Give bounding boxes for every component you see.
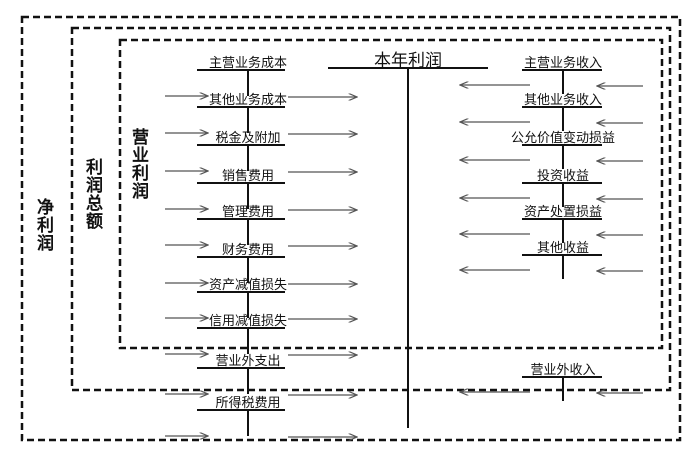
center-account-title: 本年利润 <box>374 51 442 71</box>
credit-account-label: 其他业务收入 <box>523 93 602 108</box>
credit-account-label: 投资收益 <box>536 169 589 184</box>
debit-account-label: 管理费用 <box>221 205 274 220</box>
debit-account-label: 税金及附加 <box>215 131 281 146</box>
debit-account-label: 销售费用 <box>221 169 274 184</box>
operating-profit-boundary <box>118 38 664 350</box>
debit-account-label: 其他业务成本 <box>208 93 287 108</box>
debit-account-label: 财务费用 <box>221 243 274 258</box>
credit-account-label: 资产处置损益 <box>523 205 602 220</box>
debit-account-label: 资产减值损失 <box>208 278 287 293</box>
total-profit-boundary <box>70 26 672 392</box>
credit-account-label: 公允价值变动损益 <box>510 131 615 146</box>
net-profit-label: 净利润 <box>33 198 53 252</box>
debit-account-label: 营业外支出 <box>215 354 281 369</box>
total-profit-label: 利润总额 <box>82 158 102 230</box>
debit-account-label: 所得税费用 <box>215 396 281 411</box>
credit-account-label: 其他收益 <box>536 241 589 256</box>
debit-account-label: 主营业务成本 <box>208 56 287 71</box>
operating-profit-label: 营业利润 <box>128 128 148 200</box>
debit-account-label: 信用减值损失 <box>208 314 287 329</box>
credit-account-label: 主营业务收入 <box>523 56 602 71</box>
credit-account-label: 营业外收入 <box>530 363 596 378</box>
